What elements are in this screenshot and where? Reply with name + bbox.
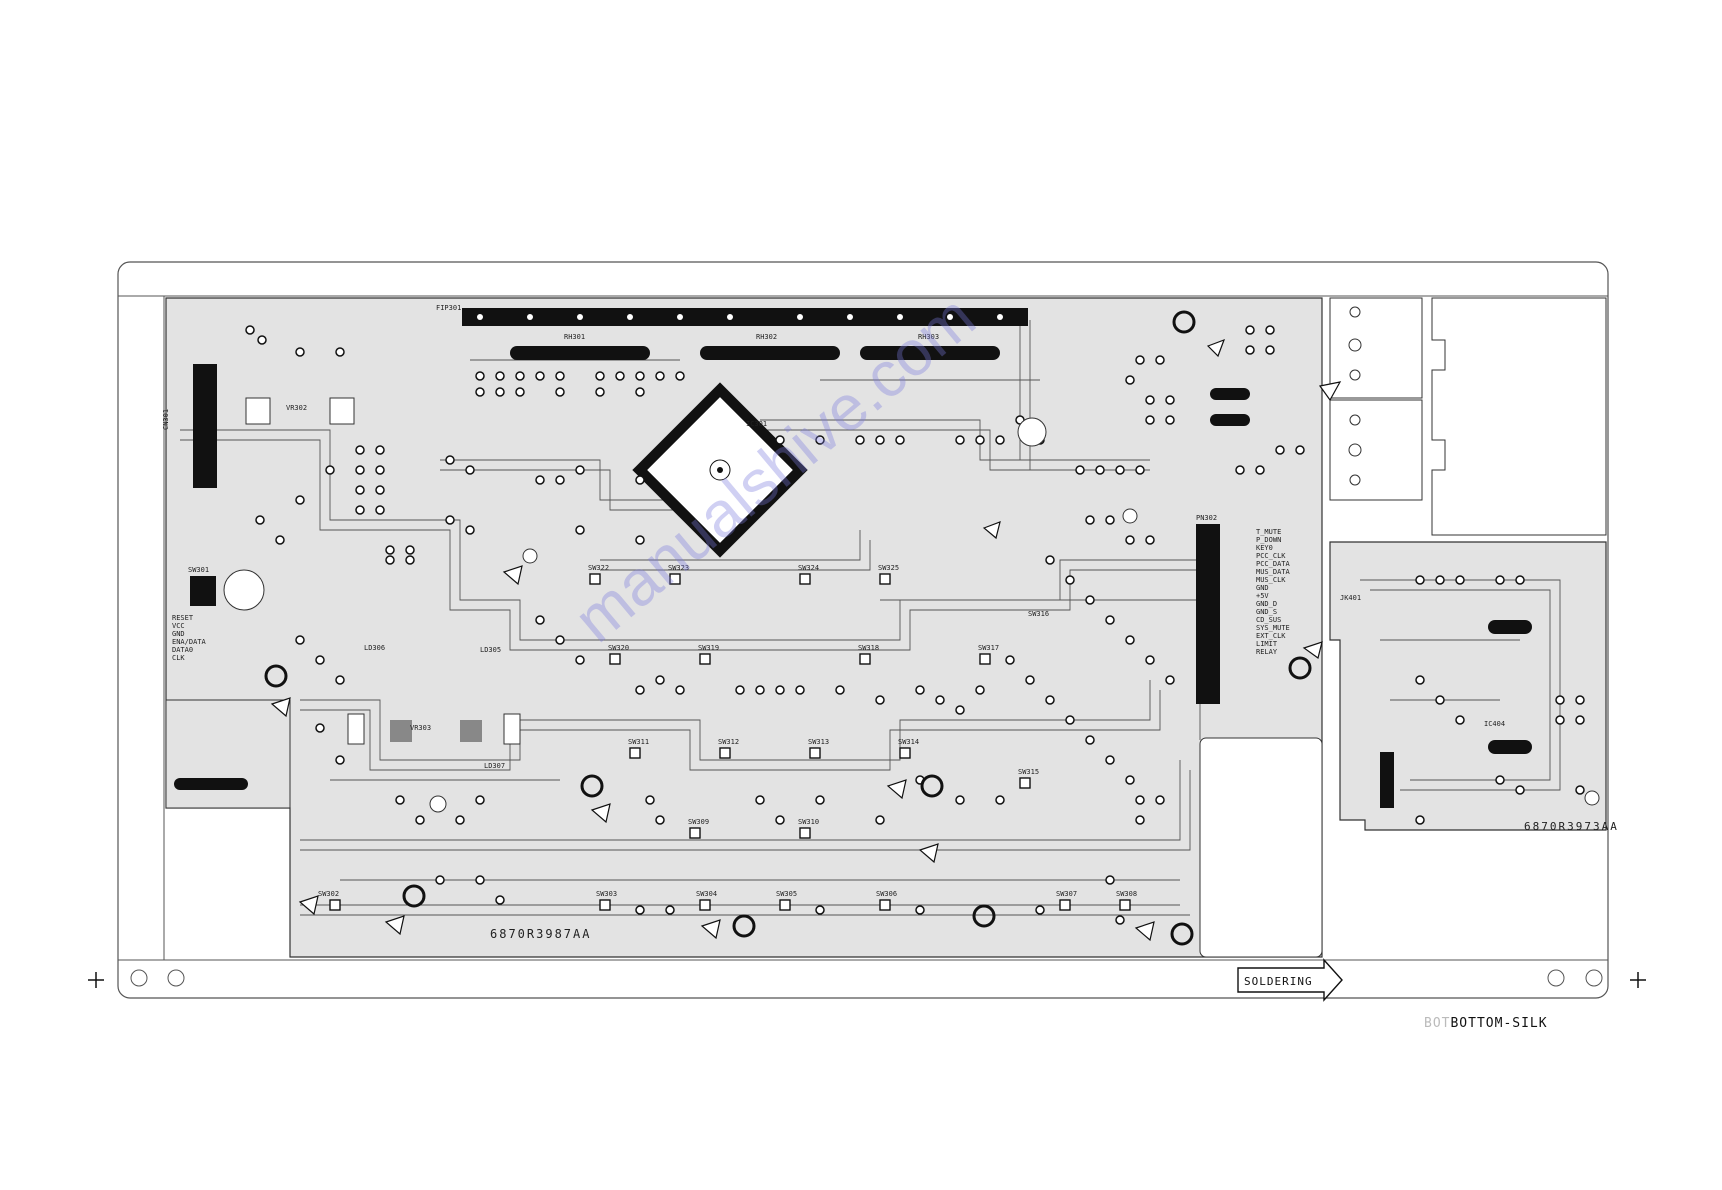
- switch-label: SW319: [698, 644, 719, 652]
- pin-label: MUS_DATA: [1256, 568, 1291, 576]
- switch-label: SW316: [1028, 610, 1049, 618]
- layer-name: BOTTOM-SILK: [1450, 1016, 1548, 1031]
- pin-label: EXT_CLK: [1256, 632, 1286, 640]
- switch-label: SW311: [628, 738, 649, 746]
- silk-label: CN301: [162, 409, 170, 430]
- pin-label: KEY0: [1256, 544, 1273, 552]
- switch-label: SW320: [608, 644, 629, 652]
- pin-label: CLK: [172, 654, 185, 662]
- switch-label: SW322: [588, 564, 609, 572]
- pin-label: GND: [1256, 584, 1269, 592]
- switch-label: SW306: [876, 890, 897, 898]
- pin-label: LIMIT: [1256, 640, 1278, 648]
- silk-label: RH303: [918, 333, 939, 341]
- pin-label: P_DOWN: [1256, 536, 1281, 544]
- pin-label: GND_D: [1256, 600, 1277, 608]
- right-pin-labels: T_MUTE P_DOWN KEY0 PCC_CLK PCC_DATA MUS_…: [1256, 528, 1291, 656]
- pin-label: ENA/DATA: [172, 638, 207, 646]
- pin-label: CD_SUS: [1256, 616, 1281, 624]
- silk-label: LD305: [480, 646, 501, 654]
- switch-label: SW310: [798, 818, 819, 826]
- pin-label: DATA0: [172, 646, 193, 654]
- pin-label: RESET: [172, 614, 194, 622]
- silk-label: JK401: [1340, 594, 1361, 602]
- crosshair-icon: [88, 972, 1646, 988]
- silk-label: VR303: [410, 724, 431, 732]
- switch-label: SW315: [1018, 768, 1039, 776]
- switch-label: SW304: [696, 890, 717, 898]
- pin-label: PCC_CLK: [1256, 552, 1286, 560]
- sub-part-number: 6870R3973AA: [1524, 820, 1619, 833]
- switch-label: SW309: [688, 818, 709, 826]
- silk-label: LD306: [364, 644, 385, 652]
- switch-label: SW314: [898, 738, 919, 746]
- pin-label: T_MUTE: [1256, 528, 1281, 536]
- switch-labels: SW322 SW323 SW324 SW325 SW320 SW319 SW31…: [318, 564, 1137, 898]
- main-part-number: 6870R3987AA: [490, 927, 591, 941]
- layer-ghost-label: BOT: [1424, 1016, 1451, 1031]
- switch-label: SW325: [878, 564, 899, 572]
- switch-label: SW305: [776, 890, 797, 898]
- silk-label: IC404: [1484, 720, 1505, 728]
- silk-label: PN302: [1196, 514, 1217, 522]
- silk-label: SW301: [188, 566, 209, 574]
- pin-label: SYS_MUTE: [1256, 624, 1290, 632]
- pin-label: GND_S: [1256, 608, 1277, 616]
- switch-label: SW307: [1056, 890, 1077, 898]
- silk-label: LD307: [484, 762, 505, 770]
- pin-label: PCC_DATA: [1256, 560, 1291, 568]
- switch-label: SW324: [798, 564, 819, 572]
- switch-label: SW317: [978, 644, 999, 652]
- silk-label: VR302: [286, 404, 307, 412]
- pn302-connector: [1196, 524, 1220, 704]
- pin-label: GND: [172, 630, 185, 638]
- switch-label: SW318: [858, 644, 879, 652]
- silk-label: RH302: [756, 333, 777, 341]
- silk-labels: FIP301 RH301 RH302 RH303 IC301 CN301 SW3…: [162, 304, 1505, 770]
- silk-label: FIP301: [436, 304, 461, 312]
- silk-label: IC301: [746, 420, 767, 428]
- left-pin-labels: RESET VCC GND ENA/DATA DATA0 CLK: [172, 614, 207, 662]
- switch-label: SW313: [808, 738, 829, 746]
- switch-label: SW302: [318, 890, 339, 898]
- fip-connector: [462, 308, 1028, 326]
- pin-label: +5V: [1256, 592, 1269, 600]
- switch-label: SW303: [596, 890, 617, 898]
- sub-board: [1329, 541, 1607, 831]
- layer-label: BOTBOTTOM-SILK: [1424, 1016, 1548, 1031]
- pin-label: MUS_CLK: [1256, 576, 1286, 584]
- soldering-label: SOLDERING: [1244, 975, 1313, 988]
- cn301-connector: [193, 364, 217, 488]
- soldering-direction-arrow-icon: [1237, 958, 1343, 1002]
- switch-label: SW308: [1116, 890, 1137, 898]
- pin-label: VCC: [172, 622, 185, 630]
- switch-label: SW312: [718, 738, 739, 746]
- pin-label: RELAY: [1256, 648, 1278, 656]
- silk-label: RH301: [564, 333, 585, 341]
- switch-label: SW323: [668, 564, 689, 572]
